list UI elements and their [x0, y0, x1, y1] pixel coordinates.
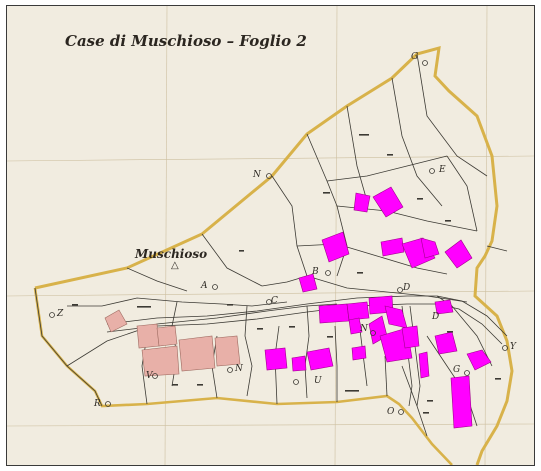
point-label-o: O [387, 407, 395, 417]
point-label-n-center: N [360, 324, 368, 334]
parcel-number-marks [72, 134, 501, 414]
point-label-d-road: D [432, 312, 440, 322]
map-frame: Case di Muschioso – Foglio 2 Muschioso △… [6, 5, 535, 466]
point-label-c: C [271, 296, 278, 306]
point-label-r: R [94, 399, 101, 409]
old-buildings [104, 309, 241, 377]
point-label-d-east: D [403, 283, 411, 293]
point-label-e: E [439, 165, 446, 175]
point-label-z: Z [57, 309, 64, 319]
survey-points [49, 60, 508, 415]
point-label-v: V [146, 371, 153, 381]
point-label-n-south: N [235, 364, 243, 374]
cadastral-map [7, 6, 534, 465]
point-label-b: B [312, 267, 319, 277]
map-title: Case di Muschioso – Foglio 2 [65, 32, 307, 50]
point-label-a: A [201, 281, 208, 291]
place-name-label: Muschioso [135, 247, 208, 261]
point-label-g-north: G [411, 52, 419, 62]
current-buildings [264, 186, 492, 429]
point-label-g-south: G [453, 365, 461, 375]
point-label-y: Y [510, 342, 516, 352]
trig-point-icon: △ [171, 260, 179, 271]
point-label-n-north: N [253, 170, 261, 180]
point-label-u: U [314, 376, 322, 386]
